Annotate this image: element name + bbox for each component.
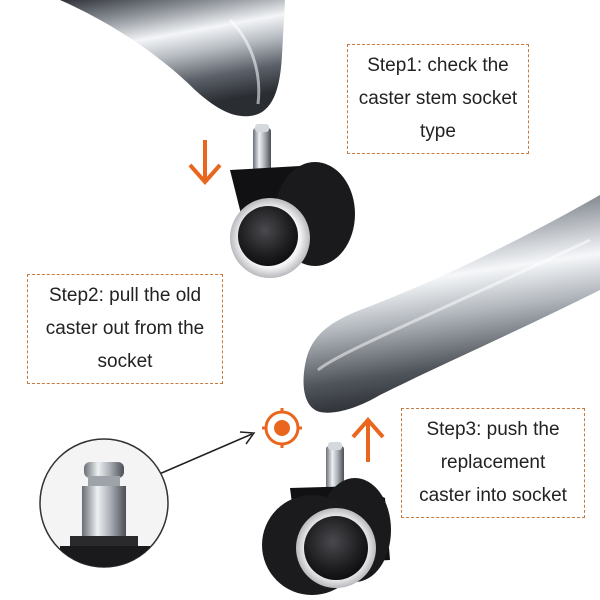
step1-line2: caster stem socket [358, 88, 518, 109]
step2-line3: socket [97, 351, 153, 372]
stem-detail-inset [39, 438, 169, 568]
chair-leg-bottom [303, 195, 600, 413]
step1-label: Step1: check the caster stem socket type [347, 44, 529, 154]
arrow-down-icon [188, 140, 222, 186]
caster-wheel-top [230, 124, 355, 278]
target-icon [262, 408, 302, 448]
step2-label: Step2: pull the old caster out from the … [27, 274, 223, 384]
step2-line2: caster out from the [45, 318, 205, 339]
pointer-arrow [149, 431, 256, 479]
step2-line1: Step2: pull the old [48, 285, 202, 306]
step3-line3: caster into socket [419, 485, 567, 506]
step3-line1: Step3: push the [426, 419, 560, 440]
arrow-up-icon [351, 416, 385, 462]
step1-line1: Step1: check the [367, 55, 509, 76]
chair-leg-top [60, 0, 285, 117]
caster-wheel-bottom [262, 442, 391, 595]
step3-label: Step3: push the replacement caster into … [401, 408, 585, 518]
step3-line2: replacement [440, 452, 546, 473]
step1-line3: type [420, 121, 456, 142]
